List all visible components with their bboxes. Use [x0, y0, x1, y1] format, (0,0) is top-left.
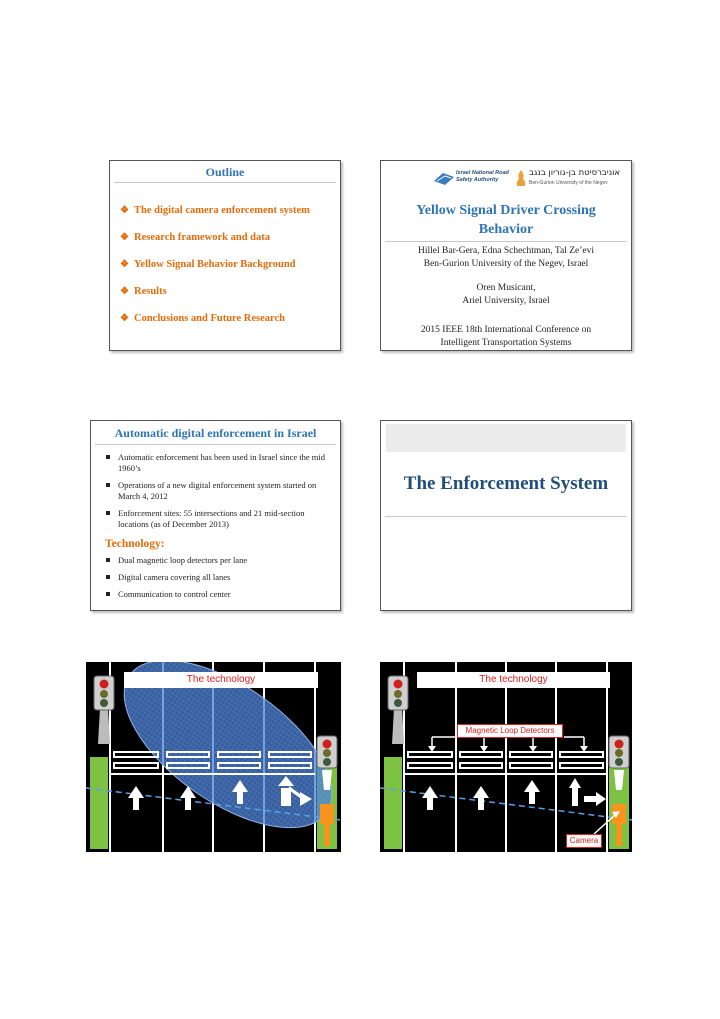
list-item: Dual magnetic loop detectors per lane: [105, 555, 330, 566]
list-item: Digital camera covering all lanes: [105, 572, 330, 583]
road-safety-logo-text: Israel National Road Safety Authority: [456, 170, 509, 183]
slide-title: Israel National Road Safety Authority או…: [380, 160, 632, 351]
bgu-logo: [516, 170, 526, 186]
conference-line-2: Intelligent Transportation Systems: [440, 338, 572, 348]
list-item: ❖The digital camera enforcement system: [120, 205, 310, 216]
magnetic-loop-label: Magnetic Loop Detectors: [457, 724, 563, 738]
title-divider: [385, 516, 627, 517]
list-item: ❖Yellow Signal Behavior Background: [120, 259, 296, 270]
slide-outline: Outline ❖The digital camera enforcement …: [109, 160, 341, 351]
presentation-title: Yellow Signal Driver Crossing Behavior: [416, 203, 596, 237]
intersection-diagram-labeled: [380, 662, 632, 852]
diamond-bullet-icon: ❖: [120, 259, 129, 270]
enforcement-title: Automatic digital enforcement in Israel: [114, 426, 317, 440]
conference-line-1: 2015 IEEE 18th International Conference …: [420, 325, 592, 335]
logo-row: Israel National Road Safety Authority או…: [381, 167, 631, 191]
authors: Hillel Bar-Gera, Edna Schechtman, Tal Ze…: [418, 246, 594, 256]
list-item: ❖Results: [120, 286, 167, 297]
outline-list: ❖The digital camera enforcement system ❖…: [120, 205, 310, 340]
technology-bullets: Dual magnetic loop detectors per lane Di…: [105, 555, 330, 606]
diamond-bullet-icon: ❖: [120, 232, 129, 243]
header-band: [386, 424, 626, 452]
diamond-bullet-icon: ❖: [120, 205, 129, 216]
slide-technology-labels: The technology Magnetic Loop Detectors C…: [380, 662, 632, 852]
enforcement-bullets: Automatic enforcement has been used in I…: [105, 452, 330, 536]
bgu-english-name: Ben-Gurion University of the Negev: [529, 180, 608, 186]
intersection-diagram: [86, 662, 341, 852]
slide-technology-coverage: The technology: [86, 662, 341, 852]
affiliation-ariel: Ariel University, Israel: [462, 296, 550, 306]
list-item: ❖Conclusions and Future Research: [120, 313, 286, 324]
diamond-bullet-icon: ❖: [120, 286, 129, 297]
title-divider: [95, 444, 336, 445]
outline-title: Outline: [205, 165, 245, 179]
bgu-hebrew-name: אוניברסיטת בן-גוריון בנגב: [529, 168, 621, 178]
list-item: ❖Research framework and data: [120, 232, 270, 243]
list-item: Automatic enforcement has been used in I…: [105, 452, 330, 474]
list-item: Operations of a new digital enforcement …: [105, 480, 330, 502]
list-item: Enforcement sites: 55 intersections and …: [105, 508, 330, 530]
section-title: The Enforcement System: [403, 473, 609, 494]
road-safety-logo: [434, 173, 454, 185]
diamond-bullet-icon: ❖: [120, 313, 129, 324]
affiliation-bgu: Ben-Gurion University of the Negev, Isra…: [423, 259, 589, 269]
technology-banner: The technology: [417, 672, 610, 688]
title-divider: [385, 241, 627, 242]
author-musicant: Oren Musicant,: [476, 283, 536, 293]
slide-enforcement-system: The Enforcement System: [380, 420, 632, 611]
technology-banner: The technology: [124, 672, 318, 688]
list-item: Communication to control center: [105, 589, 330, 600]
camera-label: Camera: [566, 834, 602, 848]
slide-automatic-enforcement: Automatic digital enforcement in Israel …: [90, 420, 341, 611]
title-divider: [114, 182, 336, 183]
technology-heading: Technology:: [105, 538, 165, 550]
